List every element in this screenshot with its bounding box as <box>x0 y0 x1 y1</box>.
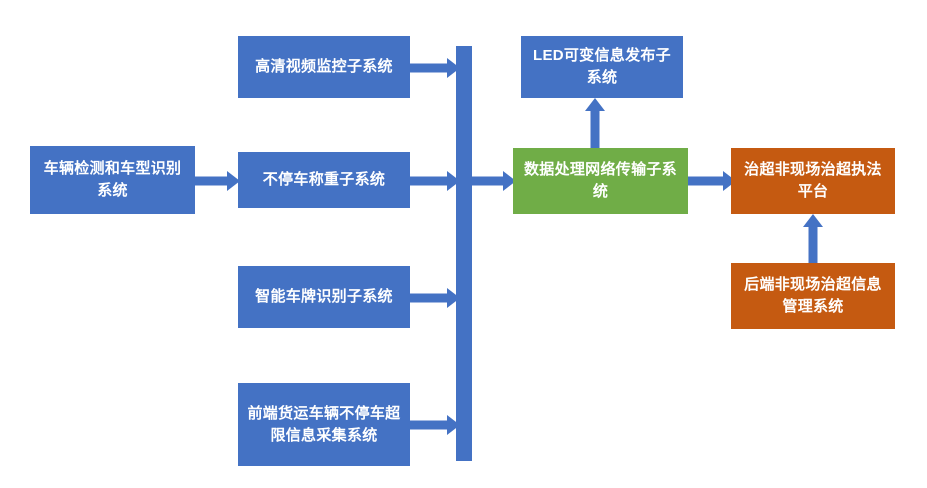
connector-shaft <box>410 420 448 430</box>
connector-shaft <box>688 176 724 186</box>
connector-shaft <box>195 176 228 186</box>
arrow-head-icon <box>503 171 516 191</box>
connector-backend-to-enforcement <box>803 214 823 265</box>
connector-shaft <box>410 176 448 186</box>
connector-shaft <box>410 293 448 303</box>
node-label: 后端非现场治超信息管理系统 <box>744 276 882 315</box>
connector-data-processing-to-led <box>585 98 605 150</box>
vertical-bus-bar <box>456 46 472 461</box>
node-backend-overload-info-management[interactable]: 后端非现场治超信息管理系统 <box>731 263 895 329</box>
connector-shaft <box>590 110 600 150</box>
connector-bus-to-data-processing <box>466 171 516 191</box>
node-hd-video-surveillance[interactable]: 高清视频监控子系统 <box>238 36 410 98</box>
arrow-head-icon <box>447 288 460 308</box>
node-vehicle-detection[interactable]: 车辆检测和车型识别系统 <box>30 146 195 214</box>
connector-data-processing-to-enforcement <box>688 171 736 191</box>
node-label: 车辆检测和车型识别系统 <box>43 160 182 199</box>
node-label: 数据处理网络传输子系统 <box>523 161 677 200</box>
arrow-head-icon <box>803 214 823 227</box>
node-label: LED可变信息发布子系统 <box>532 47 671 86</box>
connector-video-to-bus <box>410 58 460 78</box>
connector-frontend-to-bus <box>410 415 460 435</box>
connector-vehicle-detection-to-weighing <box>195 171 240 191</box>
node-non-stop-weighing[interactable]: 不停车称重子系统 <box>238 152 410 208</box>
arrow-head-icon <box>447 171 460 191</box>
node-label: 前端货运车辆不停车超限信息采集系统 <box>247 404 401 444</box>
node-smart-plate-recognition[interactable]: 智能车牌识别子系统 <box>238 266 410 328</box>
connector-shaft <box>466 176 504 186</box>
arrow-head-icon <box>227 171 240 191</box>
node-label: 高清视频监控子系统 <box>255 58 393 76</box>
node-data-processing-network[interactable]: 数据处理网络传输子系统 <box>513 148 688 214</box>
connector-plate-to-bus <box>410 288 460 308</box>
arrow-head-icon <box>447 415 460 435</box>
node-label: 智能车牌识别子系统 <box>255 288 393 306</box>
node-front-end-overload-collection[interactable]: 前端货运车辆不停车超限信息采集系统 <box>238 383 410 466</box>
node-led-variable-message[interactable]: LED可变信息发布子系统 <box>521 36 683 98</box>
arrow-head-icon <box>447 58 460 78</box>
connector-shaft <box>808 226 818 265</box>
node-label: 治超非现场治超执法平台 <box>744 161 882 200</box>
node-label: 不停车称重子系统 <box>262 171 386 189</box>
node-overload-enforcement-platform[interactable]: 治超非现场治超执法平台 <box>731 148 895 214</box>
connector-shaft <box>410 63 448 73</box>
connector-weighing-to-bus <box>410 171 460 191</box>
arrow-head-icon <box>585 98 605 111</box>
